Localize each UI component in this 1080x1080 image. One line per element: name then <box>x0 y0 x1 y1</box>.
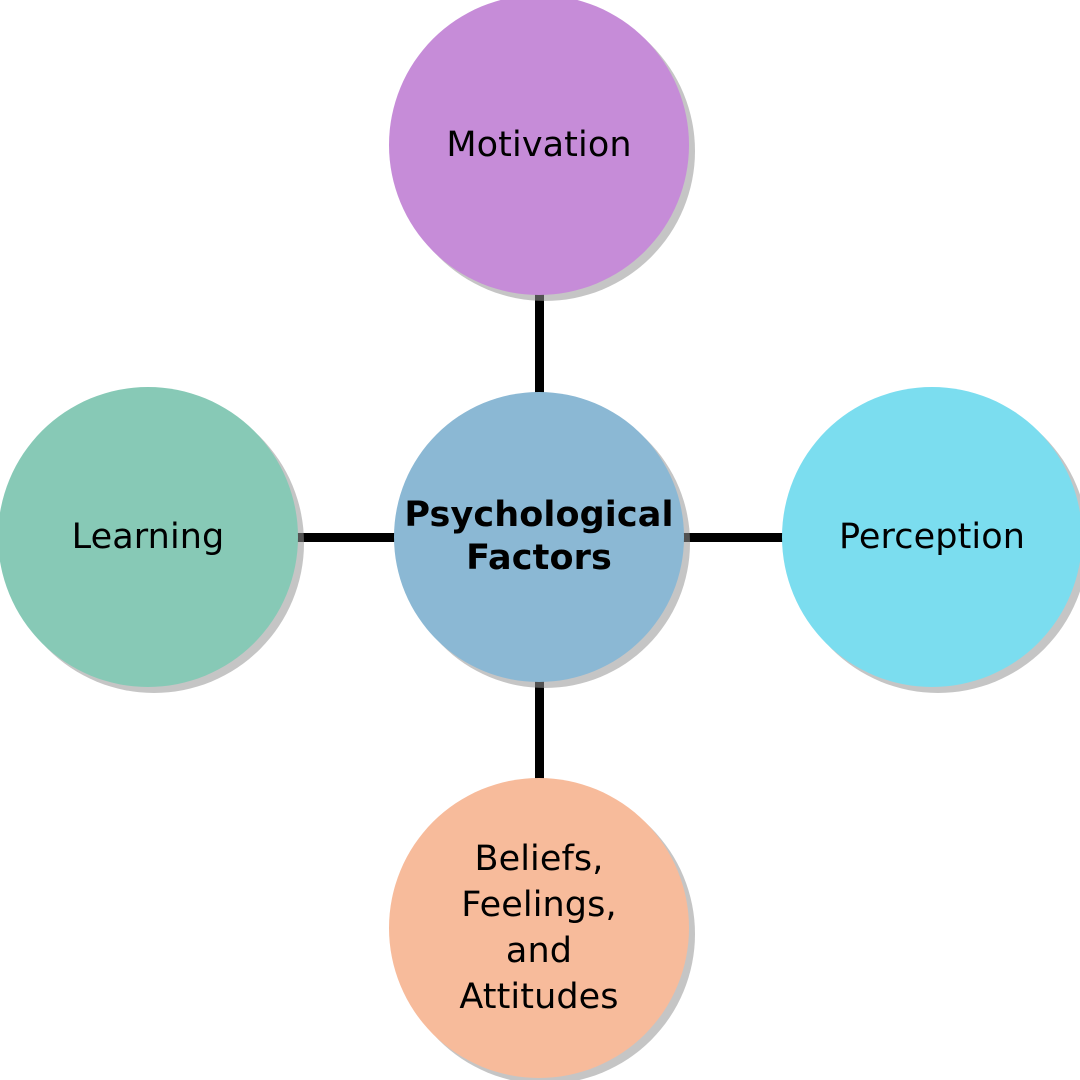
node-learning[interactable]: Learning <box>0 387 298 687</box>
connector-center-to-learning <box>288 533 404 542</box>
node-perception[interactable]: Perception <box>782 387 1080 687</box>
connector-center-to-perception <box>676 533 792 542</box>
node-psychological-factors[interactable]: Psychological Factors <box>394 392 684 682</box>
connector-center-to-motivation <box>535 283 544 403</box>
connector-center-to-beliefs <box>535 672 544 792</box>
node-learning-label: Learning <box>71 517 225 557</box>
node-perception-label: Perception <box>838 517 1026 557</box>
node-beliefs-feelings-attitudes-label: Beliefs, Feelings, and Attitudes <box>459 838 619 1018</box>
node-motivation-label: Motivation <box>446 125 632 165</box>
node-psychological-factors-label: Psychological Factors <box>404 495 674 578</box>
node-motivation[interactable]: Motivation <box>389 0 689 295</box>
node-beliefs-feelings-attitudes[interactable]: Beliefs, Feelings, and Attitudes <box>389 778 689 1078</box>
